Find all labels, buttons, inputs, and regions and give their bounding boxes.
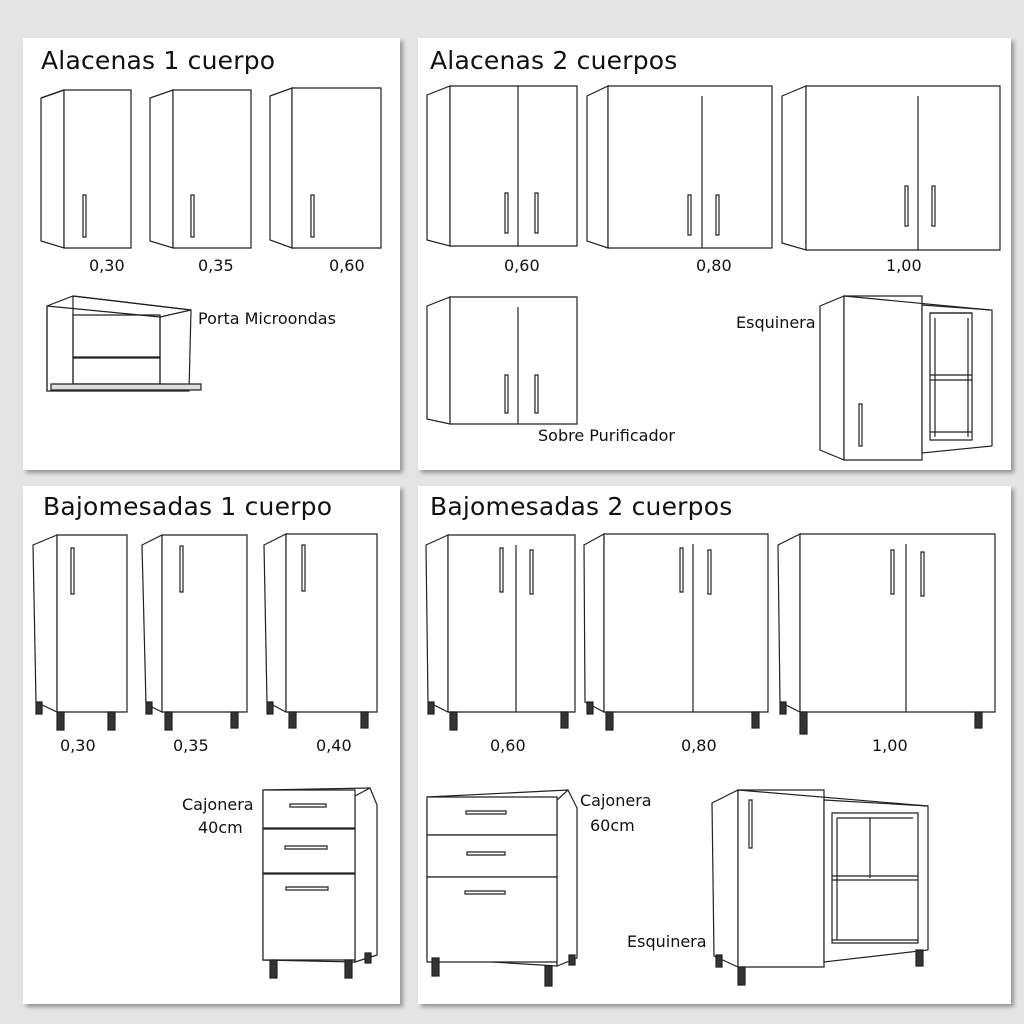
base-cabinet-2-080: [584, 534, 768, 730]
purifier-label: Sobre Purificador: [538, 426, 675, 445]
wall-cabinet-2-080: [587, 86, 772, 248]
size-label-080: 0,80: [696, 256, 732, 275]
panel-title: Bajomesadas 2 cuerpos: [430, 492, 733, 521]
size-label-080: 0,80: [681, 736, 717, 755]
panel-bajomesadas-2-cuerpos: Bajomesadas 2 cuerpos: [418, 486, 1011, 1004]
panel-alacenas-2-cuerpos: Alacenas 2 cuerpos: [418, 38, 1011, 470]
size-label-035: 0,35: [173, 736, 209, 755]
alacenas-2-drawings: [418, 38, 1011, 470]
bajomesadas-2-drawings: [418, 486, 1011, 1004]
wall-cabinet-2-100: [782, 86, 1000, 250]
wall-cabinet-035: [150, 90, 251, 248]
drawer-unit-60: [427, 790, 577, 986]
size-label-060: 0,60: [329, 256, 365, 275]
corner-wall-cabinet: [820, 296, 992, 460]
panel-title: Alacenas 2 cuerpos: [430, 46, 678, 75]
panel-alacenas-1-cuerpo: Alacenas 1 cuerpo: [23, 38, 400, 470]
corner-label: Esquinera: [627, 932, 707, 951]
purifier-cabinet: [427, 297, 577, 424]
size-label-030: 0,30: [89, 256, 125, 275]
microwave-cabinet: [47, 296, 201, 391]
drawer-label-line1: Cajonera: [580, 791, 652, 810]
base-cabinet-030: [33, 535, 127, 730]
base-cabinet-035: [142, 535, 247, 730]
wall-cabinet-030: [41, 90, 131, 248]
size-label-060: 0,60: [490, 736, 526, 755]
drawer-label-line1: Cajonera: [182, 795, 254, 814]
drawer-label-line2: 60cm: [590, 816, 635, 835]
wall-cabinet-060: [270, 88, 381, 248]
size-label-100: 1,00: [872, 736, 908, 755]
panel-title: Bajomesadas 1 cuerpo: [43, 492, 333, 521]
size-label-040: 0,40: [316, 736, 352, 755]
corner-base-cabinet: [712, 790, 928, 985]
base-cabinet-2-100: [778, 534, 995, 734]
microwave-label: Porta Microondas: [198, 309, 336, 328]
drawer-unit-40: [263, 788, 377, 978]
bajomesadas-1-drawings: [23, 486, 400, 1004]
base-cabinet-040: [264, 534, 377, 728]
panel-bajomesadas-1-cuerpo: Bajomesadas 1 cuerpo: [23, 486, 400, 1004]
size-label-035: 0,35: [198, 256, 234, 275]
base-cabinet-2-060: [426, 535, 575, 730]
drawer-label-line2: 40cm: [198, 818, 243, 837]
panel-title: Alacenas 1 cuerpo: [41, 46, 276, 75]
size-label-030: 0,30: [60, 736, 96, 755]
corner-label: Esquinera: [736, 313, 816, 332]
size-label-100: 1,00: [886, 256, 922, 275]
alacenas-1-drawings: [23, 38, 400, 470]
size-label-060: 0,60: [504, 256, 540, 275]
wall-cabinet-2-060: [427, 86, 577, 246]
